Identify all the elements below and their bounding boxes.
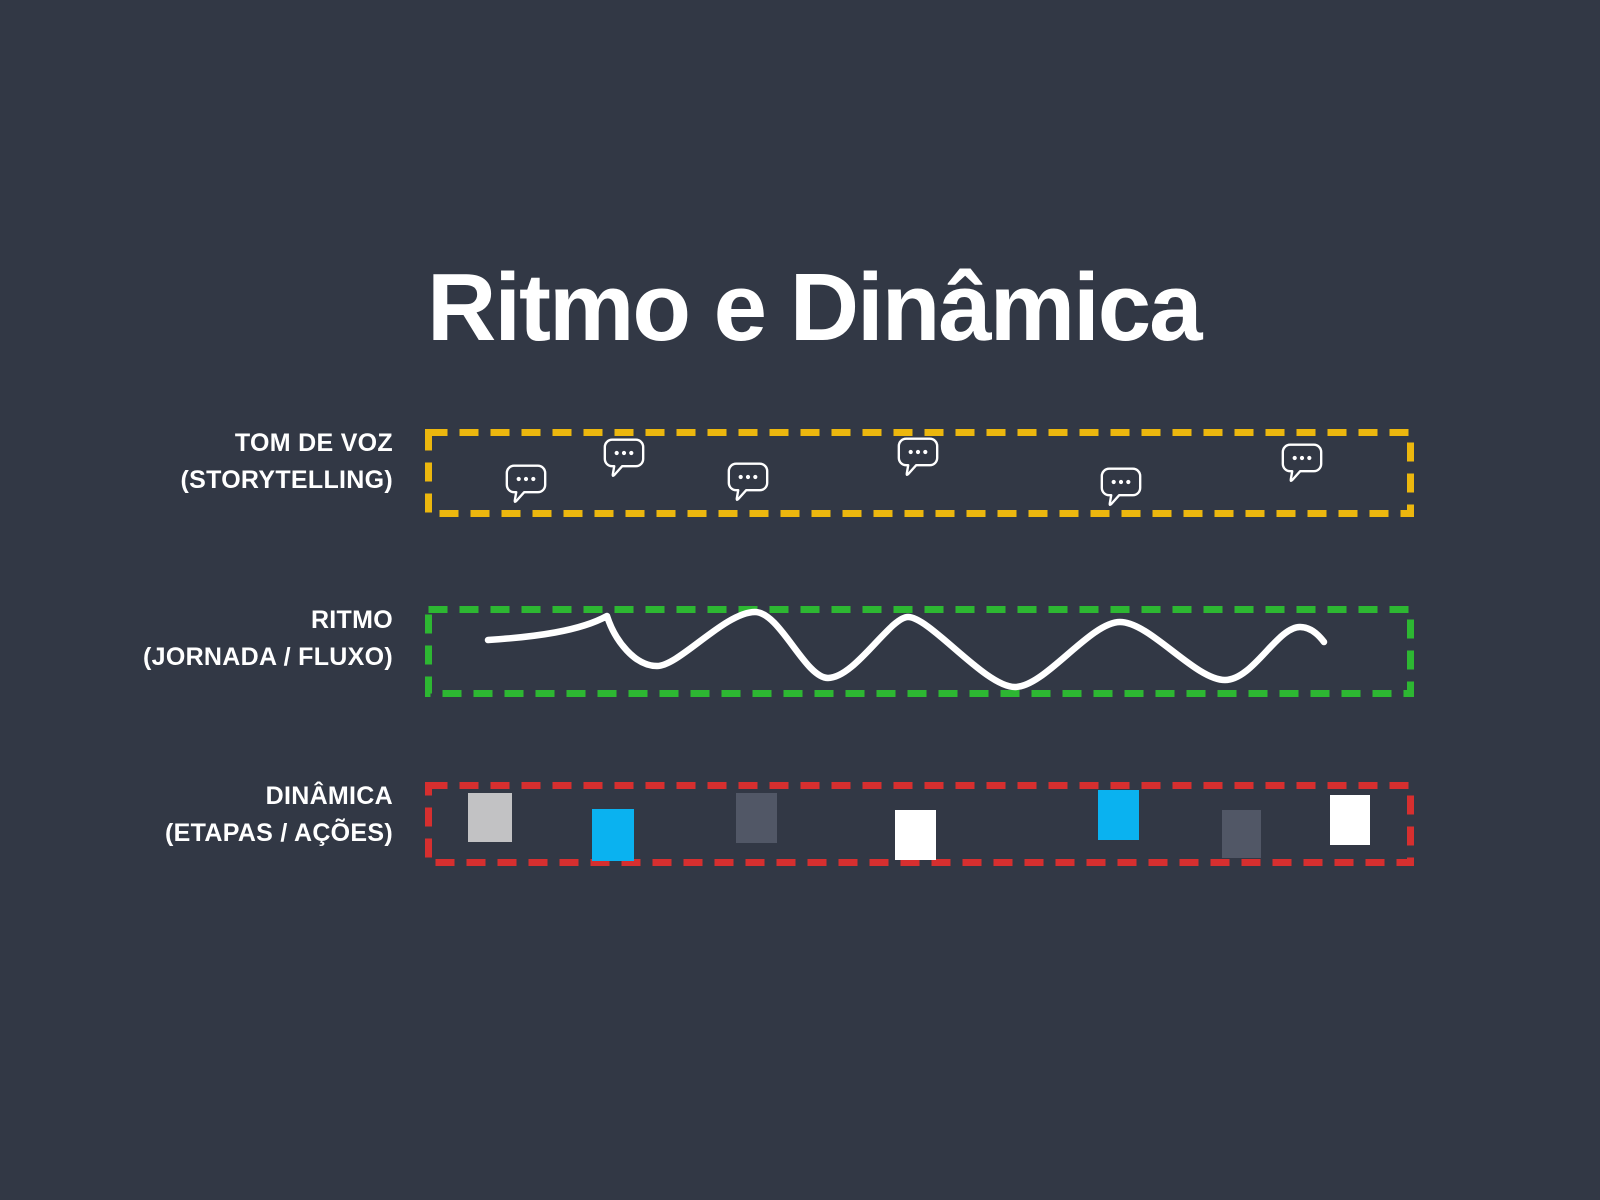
- dynamics-square: [1098, 790, 1139, 840]
- speech-bubble-icon: [504, 463, 548, 505]
- rhythm-box: [425, 606, 1414, 697]
- speech-bubble-icon: [896, 436, 940, 478]
- row-label-dinamica: DINÂMICA (ETAPAS / AÇÕES): [13, 778, 393, 852]
- dynamics-square: [592, 809, 634, 861]
- rhythm-wave-line: [484, 608, 1328, 691]
- dashed-border-yellow: [425, 429, 1414, 517]
- dynamics-square: [468, 793, 512, 842]
- row-label-line1: RITMO: [310, 606, 393, 634]
- dynamics-square: [1222, 810, 1261, 858]
- speech-bubble-icon: [602, 437, 646, 479]
- dashed-border-red: [425, 782, 1414, 866]
- wave-path: [484, 608, 1328, 691]
- row-label-line1: TOM DE VOZ: [234, 429, 393, 457]
- storytelling-box: [425, 429, 1414, 517]
- page-title: Ritmo e Dinâmica: [427, 254, 1203, 361]
- speech-bubble-icon: [1099, 466, 1143, 508]
- dashed-border-green: [425, 606, 1414, 697]
- row-label-line1: DINÂMICA: [265, 782, 393, 810]
- row-label-tom-de-voz: TOM DE VOZ (STORYTELLING): [13, 425, 393, 499]
- dynamics-square: [736, 793, 777, 843]
- speech-bubble-icon: [1280, 442, 1324, 484]
- dynamics-square: [895, 810, 936, 860]
- row-label-line2: (JORNADA / FLUXO): [143, 643, 393, 671]
- dynamics-square: [1330, 795, 1370, 845]
- row-label-ritmo: RITMO (JORNADA / FLUXO): [13, 602, 393, 676]
- dynamics-box: [425, 782, 1414, 866]
- row-label-line2: (STORYTELLING): [180, 466, 393, 494]
- speech-bubble-icon: [726, 461, 770, 503]
- row-label-line2: (ETAPAS / AÇÕES): [165, 819, 393, 847]
